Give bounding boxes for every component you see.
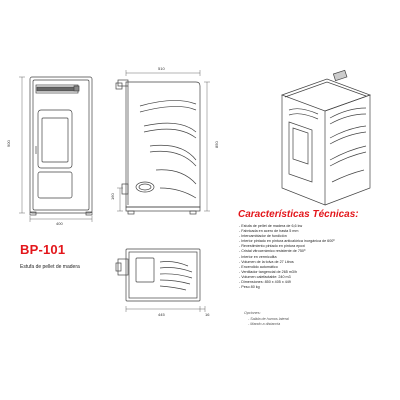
spec-item: - Cristal vitrocerámico resistente de 75…: [239, 249, 306, 254]
specs-list: - Estufa de pellet de madera de 6,6 kw -…: [239, 224, 335, 290]
top-offset-label: 16: [205, 312, 210, 317]
front-width-label: 400: [56, 221, 63, 226]
flue-height-label: 160: [110, 193, 115, 200]
side-view-drawing: [115, 70, 210, 215]
front-height-label: 900: [6, 140, 11, 147]
specs-heading: Características Técnicas:: [238, 209, 359, 220]
spec-item: - Dimensiones: 850 x 405 x 449: [239, 280, 291, 285]
options-heading: Opciones:: [244, 311, 261, 315]
options-list: - Salida de humos lateral - Mando a dist…: [248, 317, 289, 327]
front-view-drawing: [19, 76, 93, 222]
spec-item: - Peso 80 kg: [239, 285, 260, 290]
spec-item: - Interior pintado en pintura anticalóri…: [239, 239, 335, 244]
top-depth-label: 445: [158, 312, 165, 317]
side-depth-label: 510: [158, 66, 165, 71]
option-item: - Salida de humos lateral: [248, 317, 289, 321]
spec-item: - Volumen de la tolva de 27 Litros: [239, 259, 294, 264]
spec-item: - Encendido automático: [239, 264, 278, 269]
top-view-drawing: [115, 248, 206, 312]
spec-item: - Intercambiador de fundición: [239, 234, 287, 239]
option-item: - Mando a distancia: [248, 322, 281, 326]
spec-item: - Estufa de pellet de madera de 6,6 kw: [239, 224, 303, 228]
spec-item: - Ventilador tangencial de 265 m3/h: [239, 269, 298, 274]
side-height-label: 850: [214, 141, 219, 148]
model-name: BP-101: [20, 242, 66, 257]
spec-item: - Volumen calefactable: 240 m3: [239, 274, 291, 279]
product-subtitle: Estufa de pellet de madera: [20, 264, 80, 270]
spec-item: - Revestimiento pintado en pintura epoxi: [239, 244, 306, 249]
isometric-view-drawing: [280, 69, 372, 206]
spec-item: - Fabricada en acero de hasta 5 mm: [239, 229, 299, 234]
spec-item: - Interior en vermiculita: [239, 254, 277, 259]
